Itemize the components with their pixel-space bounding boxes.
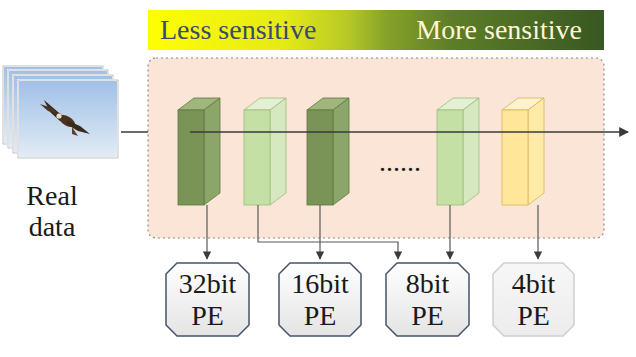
- eagle-head: [56, 113, 61, 118]
- pe-outline: [166, 263, 249, 336]
- layer-wire: [206, 205, 207, 259]
- layer-wire: [537, 205, 538, 259]
- layer-side: [463, 98, 479, 205]
- pe-box: 32bit PE: [165, 262, 250, 337]
- pe-box: 8bit PE: [385, 262, 470, 337]
- pe-label: 4bit PE: [495, 268, 572, 331]
- layer-front: [244, 110, 270, 205]
- ellipsis: ......: [370, 146, 430, 177]
- pe-outline: [386, 263, 469, 336]
- layer-front: [502, 110, 528, 205]
- eagle-wing: [40, 104, 58, 114]
- layer-light: [437, 98, 479, 205]
- flow-arrow: [190, 131, 628, 132]
- layer-side: [528, 98, 544, 205]
- layer-light: [244, 98, 286, 205]
- image-frame: [18, 80, 118, 158]
- layer-wire: [319, 205, 320, 259]
- layer-wire: [258, 205, 398, 259]
- eagle-tail: [72, 127, 78, 136]
- sensitivity-band: Less sensitive More sensitive: [148, 10, 604, 50]
- eagle: [40, 100, 90, 136]
- layer-front: [437, 110, 463, 205]
- sensitivity-label: More sensitive: [416, 14, 582, 45]
- pe-box: 16bit PE: [278, 262, 362, 337]
- layer-front: [178, 110, 204, 205]
- image-stack: [3, 66, 118, 158]
- pe-box: 4bit PE: [492, 262, 575, 337]
- layer-dark: [307, 98, 349, 205]
- layer-side: [204, 98, 220, 205]
- layer-dark: [178, 98, 220, 205]
- pe-label: 8bit PE: [388, 268, 467, 331]
- layer-yellow: [502, 98, 544, 205]
- input-label: Real data: [14, 180, 90, 243]
- pe-label: 32bit PE: [168, 268, 247, 331]
- eagle-wing: [66, 120, 90, 134]
- sensitivity-label: Less sensitive: [160, 14, 316, 45]
- network-panel: [148, 58, 604, 238]
- pe-outline: [279, 263, 361, 336]
- layer-wire: [449, 205, 450, 259]
- layer-side: [333, 98, 349, 205]
- pe-outline: [493, 263, 574, 336]
- pe-label: 16bit PE: [281, 268, 359, 331]
- layer-side: [270, 98, 286, 205]
- layer-front: [307, 110, 333, 205]
- image-frame: [18, 80, 118, 158]
